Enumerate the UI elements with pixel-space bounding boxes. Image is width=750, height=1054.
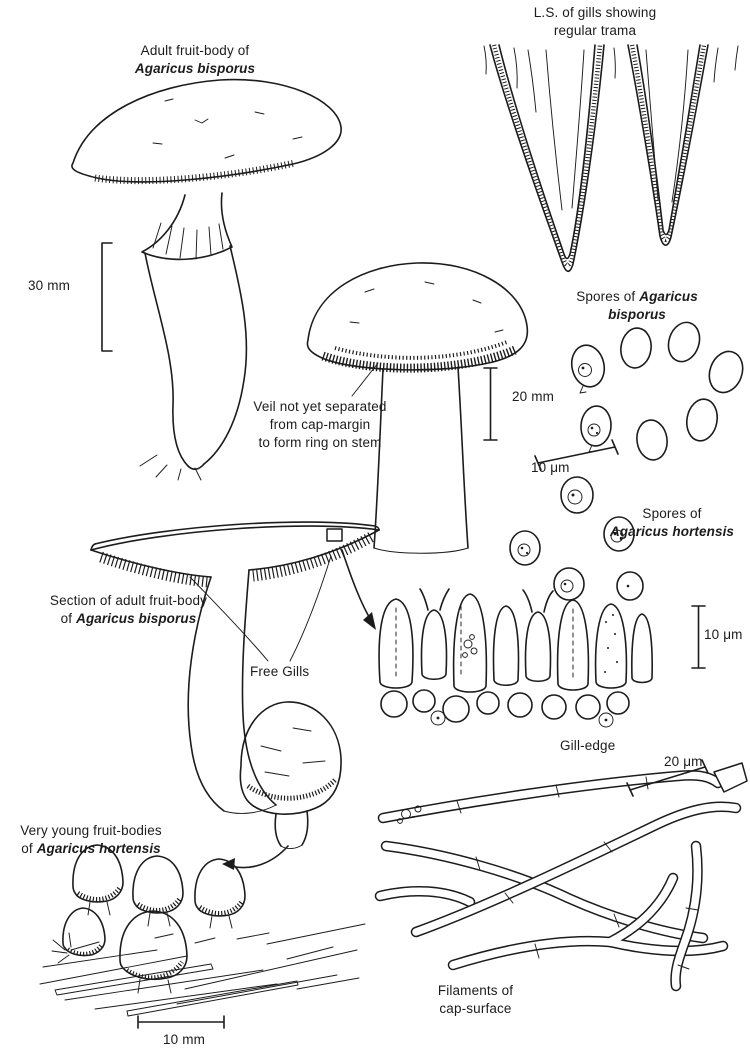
trama-filaments bbox=[483, 45, 739, 211]
scale-label-10um-gill: 10 μm bbox=[704, 627, 743, 642]
scale-label-20um: 20 μm bbox=[664, 754, 703, 769]
section-drawing bbox=[90, 521, 380, 814]
section-line1: Section of adult fruit-body bbox=[49, 593, 208, 608]
young-fruit-bodies-label: Very young fruit-bodies of Agaricus hort… bbox=[5, 822, 177, 858]
adult-ring bbox=[141, 192, 233, 261]
spores-hortensis-label: Spores of Agaricus hortensis bbox=[598, 505, 746, 541]
spores-bisporus-label: Spores of Agaricus bisporus bbox=[552, 288, 722, 324]
young-stem bbox=[373, 366, 469, 554]
filaments-line2: cap-surface bbox=[439, 1000, 512, 1016]
basidia-cells bbox=[378, 588, 653, 693]
hyphae bbox=[374, 762, 748, 992]
scale-label-30mm: 30 mm bbox=[28, 278, 71, 293]
ls-gills-drawing bbox=[483, 44, 739, 273]
bisporus-spores bbox=[570, 321, 744, 461]
young-line2-prefix: of bbox=[21, 840, 33, 856]
spores-bisporus-species1: Agaricus bbox=[639, 289, 698, 304]
spores-hortensis-drawing bbox=[509, 476, 644, 601]
vacuoles bbox=[397, 805, 422, 824]
veil-line1: Veil not yet separated bbox=[253, 399, 387, 414]
septa bbox=[456, 776, 699, 970]
gill-sample-arrowhead bbox=[363, 612, 376, 630]
mycelium-cord-arrow bbox=[230, 845, 289, 869]
adult-species-name: Agaricus bisporus bbox=[134, 60, 256, 76]
spores-bisporus-drawing bbox=[570, 321, 744, 461]
button-cluster bbox=[62, 844, 246, 994]
gill-sample-arrow bbox=[341, 549, 373, 623]
young-species: Agaricus hortensis bbox=[36, 840, 161, 856]
spores-hortensis-species: Agaricus hortensis bbox=[609, 523, 735, 539]
scale-label-10um-spores: 10 μm bbox=[531, 460, 570, 475]
filaments-drawing bbox=[374, 762, 748, 992]
gill-edge-drawing bbox=[378, 588, 653, 728]
section-cap bbox=[90, 521, 380, 588]
ls-gills-label: L.S. of gills showing regular trama bbox=[505, 4, 685, 40]
ls-gills-line1: L.S. of gills showing bbox=[533, 5, 657, 20]
spores-hortensis-prefix: Spores of bbox=[642, 506, 702, 521]
gill-section-right bbox=[627, 44, 709, 246]
adult-cap bbox=[71, 78, 342, 185]
scale-bar-20mm bbox=[483, 367, 498, 441]
adult-label-line1: Adult fruit-body of bbox=[140, 43, 250, 58]
veil-line3: to form ring on stem bbox=[258, 434, 382, 450]
free-gills-label: Free Gills bbox=[250, 664, 310, 679]
gill-sample-marker bbox=[326, 528, 343, 542]
spores-bisporus-prefix: Spores of bbox=[576, 289, 636, 304]
scale-bar-30mm bbox=[101, 242, 113, 352]
hypha-end-cell bbox=[713, 762, 748, 793]
scale-label-20mm: 20 mm bbox=[512, 389, 555, 404]
straw bbox=[39, 923, 366, 1017]
ls-gills-line2: regular trama bbox=[553, 22, 637, 38]
section-species: Agaricus bisporus bbox=[76, 610, 197, 626]
spores-bisporus-species2: bisporus bbox=[608, 306, 666, 322]
veil-leader-line bbox=[351, 362, 379, 397]
mycelium-cord-arrowhead bbox=[222, 858, 235, 870]
gill-edge-label: Gill-edge bbox=[560, 738, 616, 753]
young-line1: Very young fruit-bodies bbox=[20, 823, 162, 838]
veil-label: Veil not yet separated from cap-margin t… bbox=[240, 398, 400, 451]
free-gills-leader-right bbox=[289, 555, 332, 662]
section-line2-prefix: of bbox=[60, 610, 73, 626]
young-cap bbox=[306, 262, 529, 373]
button-large bbox=[239, 701, 342, 849]
filaments-line1: Filaments of bbox=[437, 983, 514, 998]
adult-fruit-body-label: Adult fruit-body of Agaricus bisporus bbox=[100, 42, 290, 78]
veil-line2: from cap-margin bbox=[269, 416, 371, 432]
scale-label-10mm: 10 mm bbox=[162, 1032, 205, 1047]
gill-section-left bbox=[489, 44, 605, 273]
subhymenium-cells bbox=[380, 689, 630, 728]
adult-stem bbox=[139, 245, 248, 481]
section-label: Section of adult fruit-body of Agaricus … bbox=[26, 592, 231, 628]
filaments-label: Filaments of cap-surface bbox=[418, 982, 533, 1018]
